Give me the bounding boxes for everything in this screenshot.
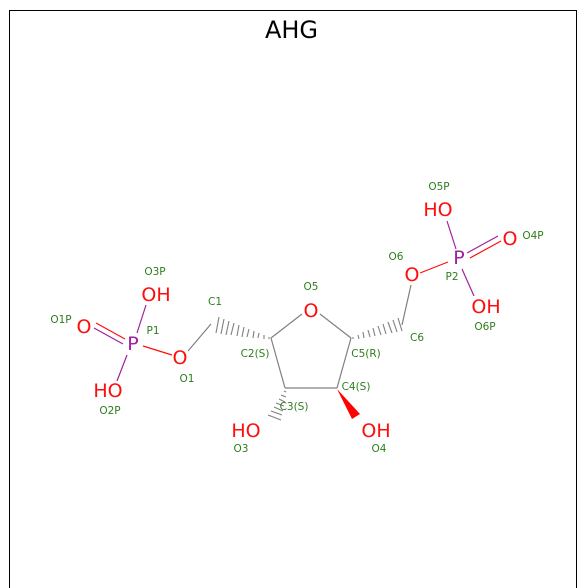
- label-o3p: O3P: [144, 266, 165, 278]
- bond-c2-c3: [270, 337, 286, 389]
- atom-p1: P: [127, 333, 138, 355]
- bond-p1-o1p-a: [95, 322, 126, 340]
- atom-p2: P: [453, 247, 464, 269]
- atom-o4: OH: [361, 420, 390, 442]
- label-c1: C1: [208, 296, 222, 308]
- bond-o6-p2: [419, 261, 449, 274]
- diagram-frame: [9, 10, 577, 588]
- atom-labels: O1P P1 O3P O2P O1 C1 C2(S) C3(S) C4(S) C…: [50, 181, 543, 455]
- atom-o3: HO: [231, 420, 260, 442]
- bond-p2-o4p-b: [469, 240, 502, 259]
- bond-p1-o1: [142, 345, 173, 356]
- bond-p1-o2p: [116, 354, 128, 382]
- bond-o5-c5: [319, 313, 352, 339]
- atom-o5: O: [304, 300, 319, 322]
- label-c6: C6: [410, 332, 424, 344]
- atom-o6: O: [405, 264, 420, 286]
- label-o5: O5: [304, 281, 319, 293]
- bond-c2-o5: [270, 313, 303, 339]
- label-o1p: O1P: [50, 314, 71, 326]
- label-c5: C5(R): [351, 348, 381, 360]
- atom-o4p: O: [503, 228, 518, 250]
- bond-c4-c5: [336, 337, 352, 389]
- bond-c6-o6: [401, 284, 412, 326]
- atom-o6p: OH: [471, 296, 500, 318]
- bonds: [93, 220, 502, 421]
- label-o5p: O5P: [428, 181, 449, 193]
- atoms: O P OH HO O HO OH O O P HO O OH: [77, 199, 518, 442]
- atom-o2p: HO: [93, 380, 122, 402]
- label-o1: O1: [180, 373, 195, 385]
- label-o4p: O4P: [522, 230, 543, 242]
- label-o4: O4: [372, 443, 387, 455]
- bond-p1-o1p-b: [93, 327, 124, 345]
- label-o6p: O6P: [474, 321, 495, 333]
- atom-o3p: OH: [141, 284, 170, 306]
- label-c2: C2(S): [241, 348, 270, 360]
- bond-p2-o6p: [461, 268, 475, 297]
- hashed-wedge-c2-c1: [215, 316, 270, 339]
- molecule-title: AHG: [264, 16, 319, 44]
- bond-o1-c1: [187, 323, 212, 352]
- atom-o1p: O: [77, 316, 92, 338]
- label-p2: P2: [445, 271, 458, 283]
- label-o6: O6: [389, 251, 404, 263]
- hashed-wedge-c3-o3: [267, 390, 287, 421]
- atom-o5p: HO: [423, 199, 452, 221]
- label-o2p: O2P: [99, 405, 120, 417]
- label-p1: P1: [146, 325, 159, 337]
- bond-p2-o5p: [446, 220, 457, 250]
- solid-wedge-c4-o4: [337, 389, 360, 419]
- bond-p1-o3p: [136, 304, 147, 334]
- atom-o1: O: [173, 347, 188, 369]
- bond-p2-o4p-a: [466, 235, 499, 254]
- label-c3: C3(S): [280, 401, 309, 413]
- hashed-wedge-c5-c6: [352, 317, 403, 340]
- label-o3: O3: [234, 443, 249, 455]
- label-c4: C4(S): [342, 381, 371, 393]
